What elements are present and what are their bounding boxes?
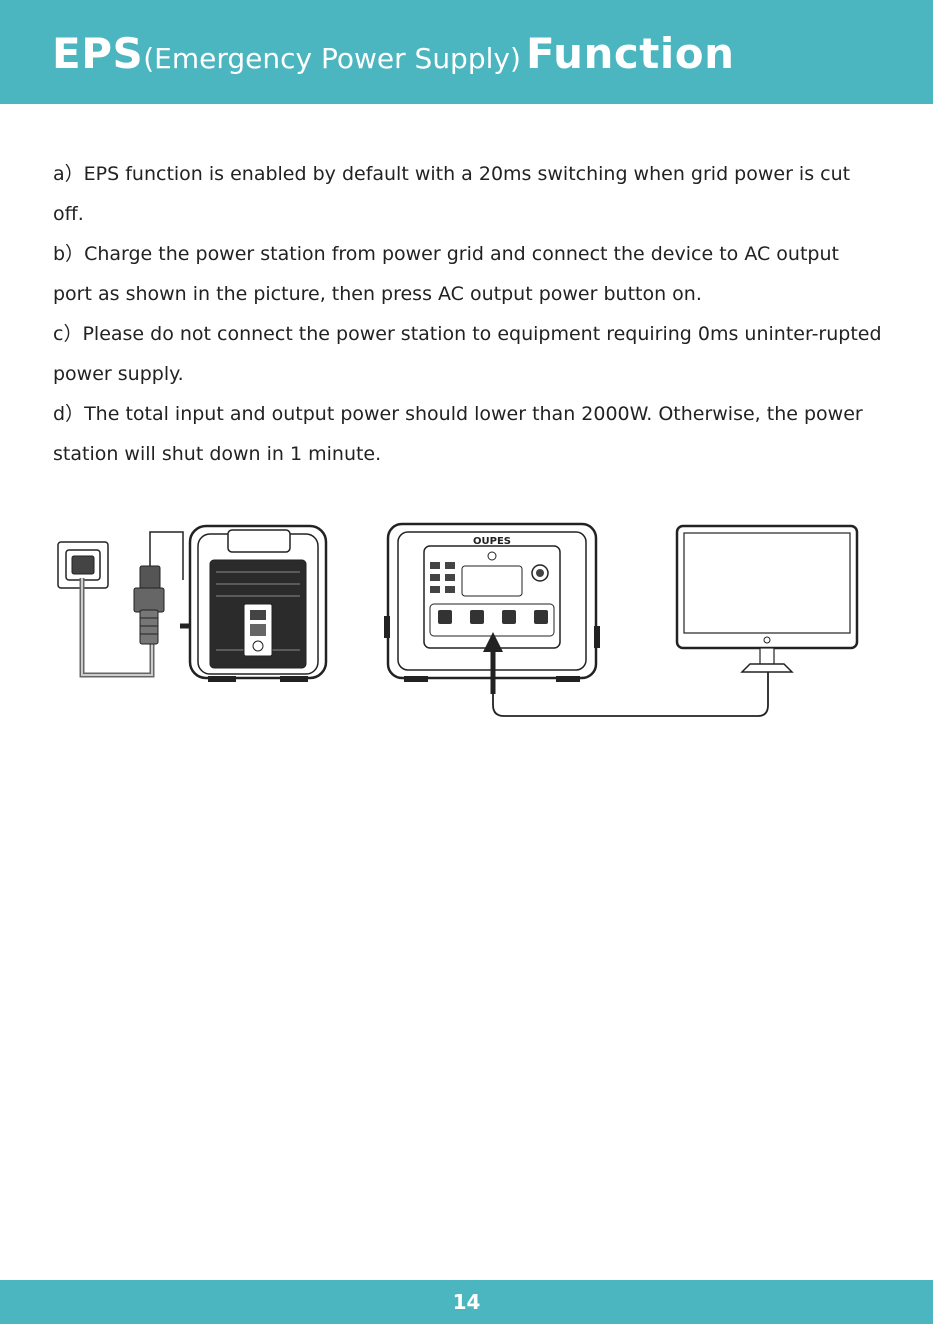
eps-connection-diagram: OUPES: [57, 522, 859, 717]
monitor-icon: [675, 524, 859, 673]
paragraph-text: EPS function is enabled by default with …: [53, 163, 851, 225]
paragraph-d: d）The total input and output power shoul…: [53, 394, 883, 474]
page-header: EPS(Emergency Power Supply) Function: [0, 0, 933, 104]
title-eps: EPS: [52, 29, 144, 78]
paragraph-a: a）EPS function is enabled by default wit…: [53, 154, 883, 234]
title-function: Function: [525, 29, 735, 78]
power-station-front-icon: OUPES: [384, 522, 600, 682]
paragraph-marker: a）: [53, 163, 84, 185]
output-cable: [492, 670, 769, 717]
paragraph-marker: b）: [53, 243, 85, 265]
paragraph-b: b）Charge the power station from power gr…: [53, 234, 883, 314]
paragraph-text: Charge the power station from power grid…: [53, 243, 839, 305]
paragraph-text: Please do not connect the power station …: [53, 323, 882, 385]
title-paren: (Emergency Power Supply): [143, 42, 521, 75]
brand-logo: OUPES: [473, 536, 511, 547]
power-station-rear-icon: [188, 524, 328, 682]
page-title: EPS(Emergency Power Supply) Function: [52, 24, 735, 93]
output-arrow-head: [483, 632, 503, 652]
page-number: 14: [452, 1290, 481, 1314]
ac-plug-icon: [133, 565, 165, 645]
wall-outlet-icon: [57, 541, 109, 589]
paragraph-c: c）Please do not connect the power statio…: [53, 314, 883, 394]
paragraph-text: The total input and output power should …: [53, 403, 863, 465]
paragraph-marker: c）: [53, 323, 83, 345]
paragraph-marker: d）: [53, 403, 85, 425]
page-footer: 14: [0, 1280, 933, 1324]
instructions: a）EPS function is enabled by default wit…: [53, 154, 883, 474]
cord-wire: [149, 531, 184, 580]
